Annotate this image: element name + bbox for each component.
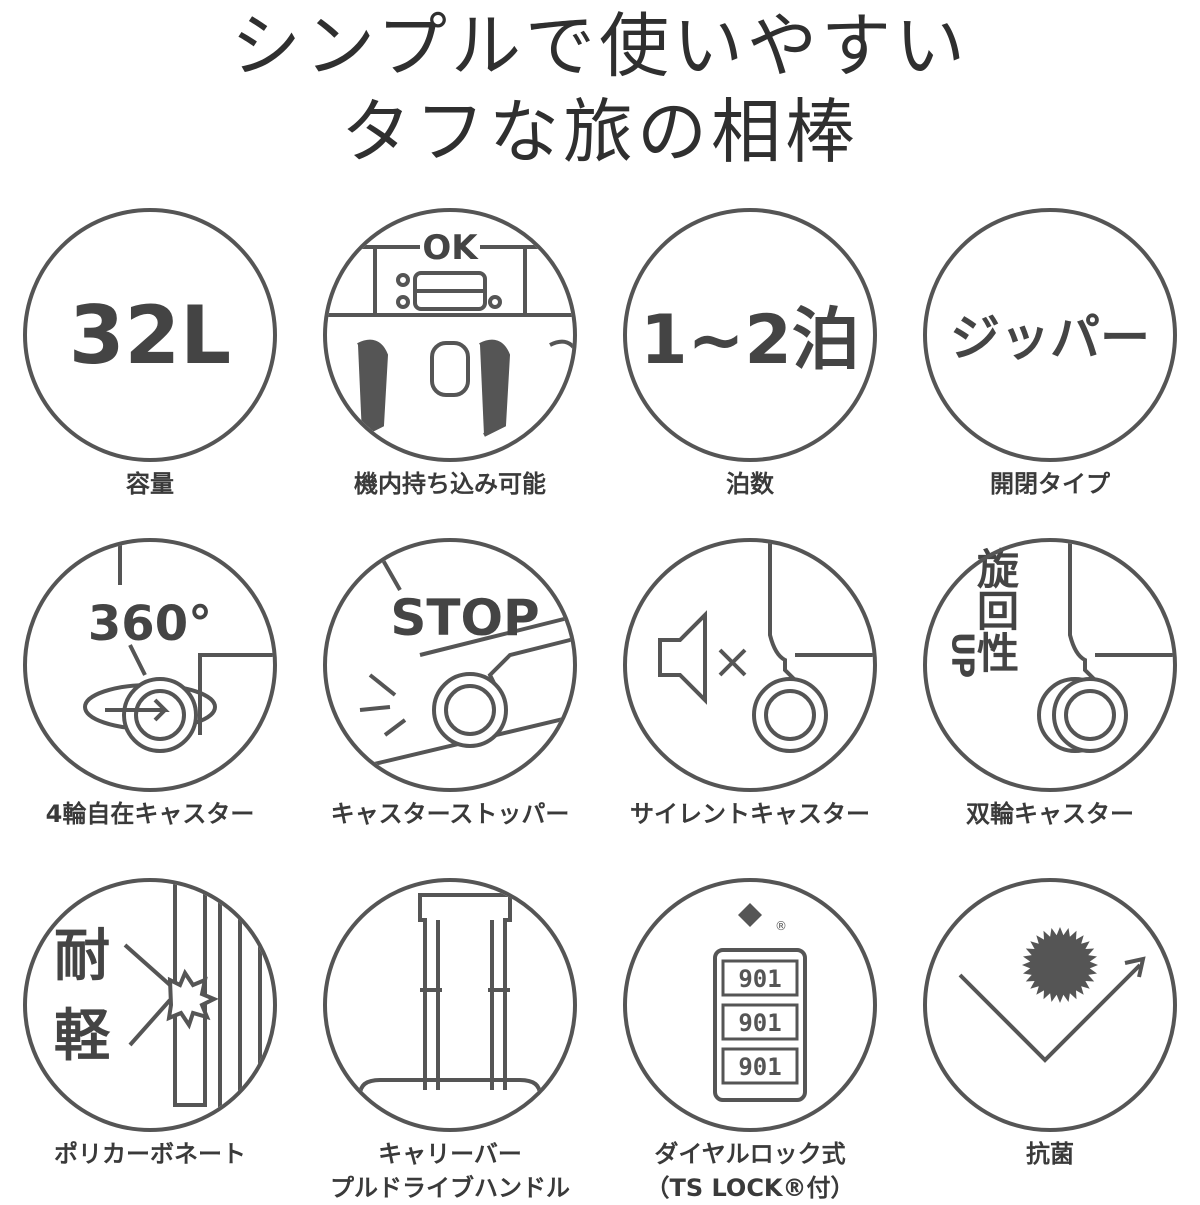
capacity-icon: 32L	[23, 208, 277, 462]
germ-icon	[1022, 927, 1098, 1003]
svg-text:901: 901	[738, 1009, 781, 1037]
dial-lock-icon: ® 901 901 901	[623, 878, 877, 1132]
svg-text:32L: 32L	[69, 289, 231, 382]
svg-text:901: 901	[738, 1053, 781, 1081]
headline-line2: タフな旅の相棒	[341, 91, 859, 173]
feature-label: 容量	[126, 470, 174, 498]
feature-caster-stop: STOP キャスターストッパー	[300, 535, 600, 831]
feature-label: 機内持ち込み可能	[354, 470, 546, 498]
svg-text:OK: OK	[422, 228, 479, 268]
svg-text:軽: 軽	[54, 1004, 111, 1069]
feature-label: キャリーバー	[378, 1140, 522, 1168]
feature-label-2: プルドライブハンドル	[330, 1174, 570, 1202]
feature-nights: 1~2泊 泊数	[600, 205, 900, 501]
svg-text:STOP: STOP	[390, 589, 539, 647]
feature-opening: ジッパー 開閉タイプ	[900, 205, 1200, 501]
svg-text:1~2泊: 1~2泊	[640, 301, 860, 380]
feature-label: 双輪キャスター	[966, 800, 1134, 828]
feature-double-caster: 旋回性 UP 双輪キャスター	[900, 535, 1200, 831]
feature-capacity: 32L 容量	[0, 205, 300, 501]
carry-bar-icon	[323, 878, 577, 1132]
feature-cabin: OK 機内持ち込み可能	[300, 205, 600, 501]
feature-caster-360: 360° 4輪自在キャスター	[0, 535, 300, 831]
feature-antibacterial: 抗菌	[900, 875, 1200, 1171]
svg-text:UP: UP	[945, 632, 980, 678]
feature-dial-lock: ® 901 901 901 ダイヤルロック式 （TS LOCK®付）	[600, 875, 900, 1205]
svg-text:360°: 360°	[88, 596, 212, 652]
svg-text:耐: 耐	[54, 924, 110, 989]
feature-label: 抗菌	[1026, 1140, 1074, 1168]
feature-polycarbonate: 耐 軽 ポリカーボネート	[0, 875, 300, 1171]
cabin-ok-icon: OK	[323, 208, 577, 462]
headline-line1: シンプルで使いやすい	[231, 5, 969, 87]
zipper-icon: ジッパー	[923, 208, 1177, 462]
feature-carry-bar: キャリーバー プルドライブハンドル	[300, 875, 600, 1205]
feature-label: 4輪自在キャスター	[45, 800, 255, 828]
caster-360-icon: 360°	[23, 538, 277, 792]
svg-text:®: ®	[775, 919, 787, 933]
svg-text:ジッパー: ジッパー	[950, 309, 1150, 367]
ts-lock-logo-icon	[738, 903, 762, 927]
svg-text:旋回性: 旋回性	[971, 547, 1020, 673]
silent-caster-icon	[623, 538, 877, 792]
feature-label: キャスターストッパー	[330, 800, 570, 828]
feature-silent-caster: サイレントキャスター	[600, 535, 900, 831]
double-caster-icon: 旋回性 UP	[923, 538, 1177, 792]
feature-label: サイレントキャスター	[630, 800, 870, 828]
caster-stop-icon: STOP	[323, 538, 577, 792]
feature-label: ダイヤルロック式	[654, 1140, 846, 1168]
antibacterial-icon	[923, 878, 1177, 1132]
feature-label: 開閉タイプ	[990, 470, 1110, 498]
feature-label: ポリカーボネート	[54, 1140, 246, 1168]
polycarbonate-icon: 耐 軽	[23, 878, 277, 1132]
svg-text:901: 901	[738, 965, 781, 993]
feature-label-2: （TS LOCK®付）	[645, 1174, 855, 1202]
feature-label: 泊数	[726, 470, 774, 498]
nights-icon: 1~2泊	[623, 208, 877, 462]
